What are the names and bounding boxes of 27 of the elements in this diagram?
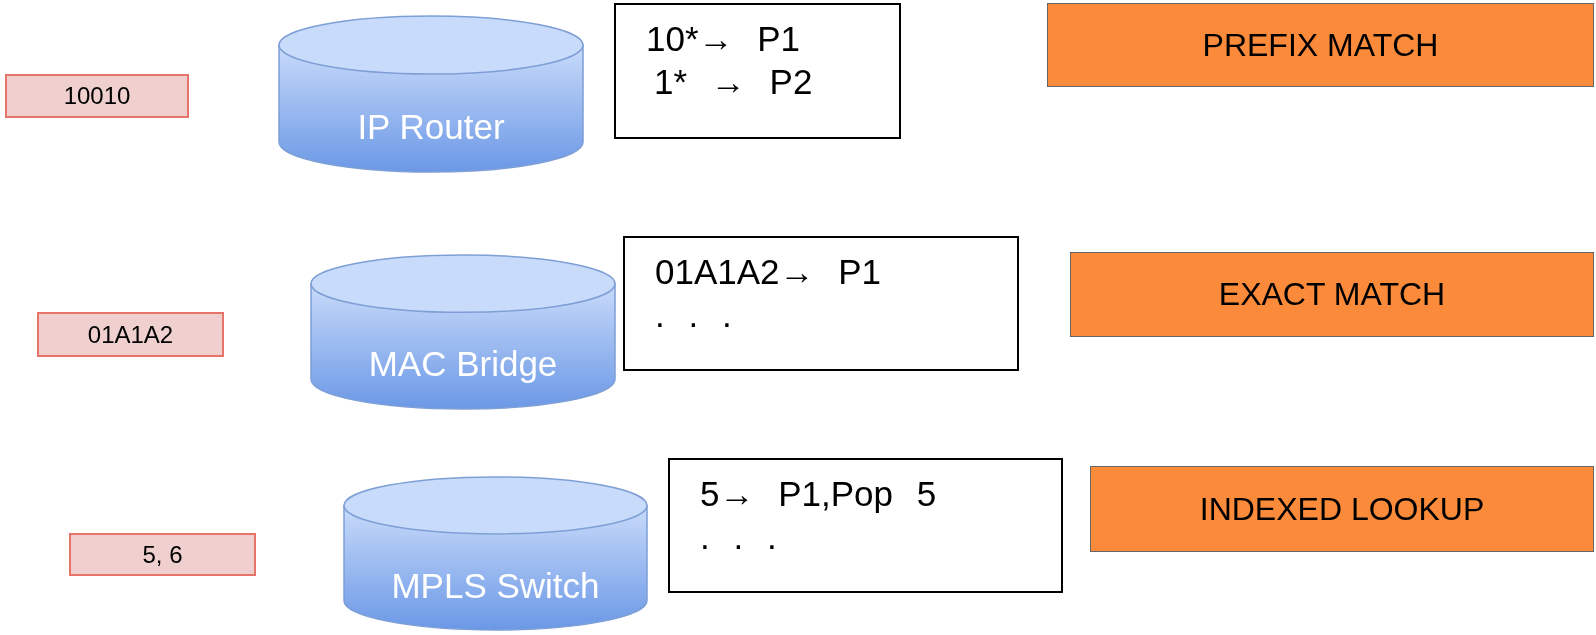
match-type-box [1047, 3, 1594, 87]
match-type-label: INDEXED LOOKUP [1199, 490, 1485, 528]
table-box [614, 3, 901, 139]
table-entry: . . . [700, 516, 777, 558]
cylinder-label: MPLS Switch [390, 565, 601, 606]
table-box [668, 458, 1063, 593]
label-tag [69, 533, 256, 576]
match-type-box [1090, 466, 1594, 552]
table-entry: 5→ P1,Pop 5 [700, 473, 937, 515]
match-type-box [1070, 252, 1594, 337]
table-entry: . . . [655, 294, 732, 336]
tag-text: 01A1A2 [87, 320, 174, 349]
database-cylinder [278, 15, 584, 173]
table-entry: 10*→ P1 [646, 18, 801, 60]
tag-text: 5, 6 [142, 540, 183, 569]
cylinder-label: MAC Bridge [367, 344, 559, 385]
match-type-label: EXACT MATCH [1218, 276, 1446, 313]
table-box [623, 236, 1019, 371]
match-type-label: PREFIX MATCH [1202, 26, 1439, 64]
database-cylinder [343, 476, 648, 631]
tag-text: 10010 [63, 82, 131, 110]
cylinder-label: IP Router [356, 106, 506, 147]
table-entry: 01A1A2→ P1 [655, 251, 882, 293]
label-tag [5, 74, 189, 118]
label-tag [37, 312, 224, 357]
database-cylinder [310, 254, 616, 410]
table-entry: 1* → P2 [654, 61, 813, 103]
